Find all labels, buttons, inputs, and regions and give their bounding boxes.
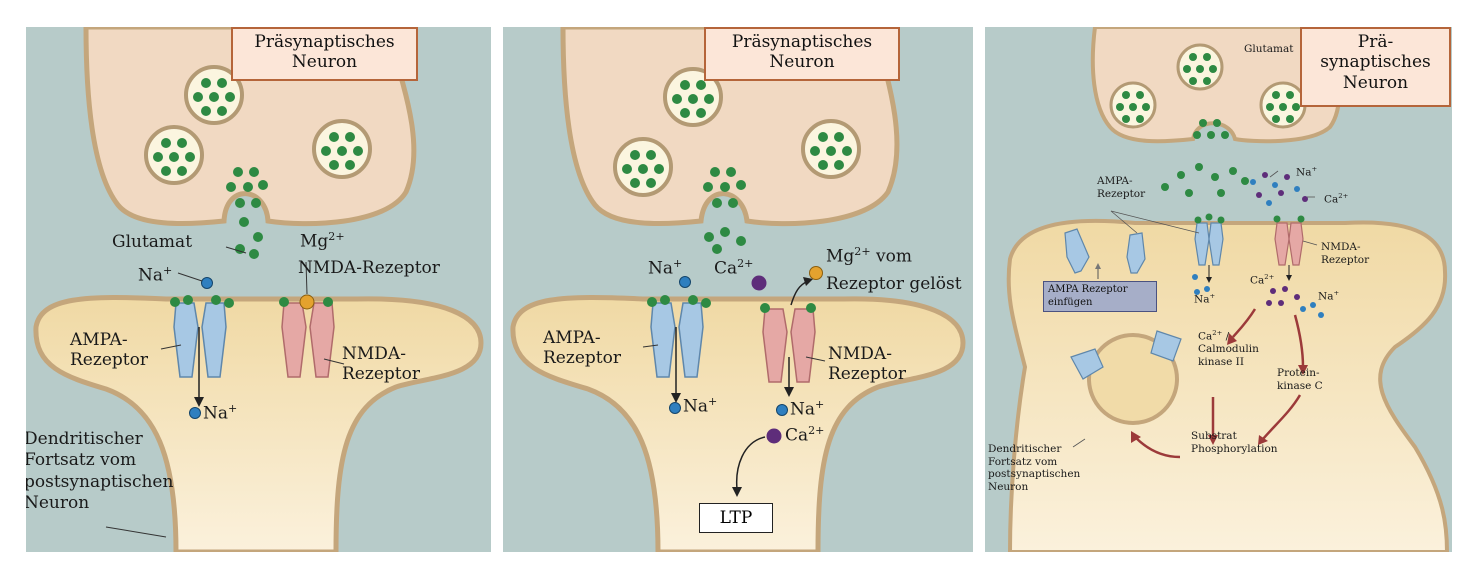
panel-2-illustration — [510, 27, 966, 552]
ion-cluster — [1250, 172, 1308, 206]
calcium-label-top: Ca2+ — [1324, 192, 1349, 206]
glutamate-dots — [153, 78, 363, 259]
sodium-inside-label: Na+ — [203, 402, 238, 424]
ampa-receptor-shape — [1194, 222, 1224, 266]
nmda-receptor-shape — [279, 294, 335, 378]
sodium-ion — [776, 404, 788, 416]
receptor-vesicle — [1087, 333, 1179, 425]
sodium-ion — [189, 407, 201, 419]
ampa-receptor-vesicle — [1070, 330, 1182, 380]
sodium-label-top: Na+ — [1296, 165, 1318, 179]
sodium-ion — [679, 276, 691, 288]
sodium-inside-label: Na+ — [683, 395, 718, 417]
calcium-ion — [751, 275, 767, 291]
ampa-receptor-label: AMPA-Rezeptor — [543, 328, 621, 368]
ampa-receptor-shape — [170, 295, 234, 378]
nmda-receptor-label: NMDA-Rezeptor — [342, 344, 420, 384]
sodium-label: Na+ — [138, 264, 173, 286]
glutamate-dots — [1116, 53, 1300, 197]
sodium-label-left: Na+ — [1194, 292, 1216, 306]
glutamate-dots — [622, 80, 852, 254]
calcium-label-mid: Ca2+ — [1250, 273, 1275, 287]
sodium-label: Na+ — [648, 257, 683, 279]
glutamate-label: Glutamat — [1244, 43, 1294, 55]
nmda-receptor-top-label: NMDA-Rezeptor — [298, 258, 440, 278]
magnesium-released-label: Mg2+ vom — [826, 245, 912, 267]
nmda-receptor-shape — [760, 303, 816, 383]
calcium-ion — [766, 428, 782, 444]
nmda-receptor-label: NMDA-Rezeptor — [1321, 241, 1370, 266]
calcium-inside-label: Ca2+ — [785, 424, 825, 446]
glutamate-label: Glutamat — [112, 232, 193, 252]
ampa-receptor-label: AMPA-Rezeptor — [1097, 175, 1146, 200]
sodium-ion — [201, 277, 213, 289]
magnesium-released-label-2: Rezeptor gelöst — [826, 274, 962, 294]
nmda-receptor-shape — [1274, 222, 1304, 266]
postsynaptic-spine — [510, 294, 966, 552]
nmda-receptor-label: NMDA-Rezeptor — [828, 344, 906, 384]
sodium-inside-label-nmda: Na+ — [790, 398, 825, 420]
ampa-receptor-label: AMPA-Rezeptor — [70, 330, 148, 370]
ampa-receptor-tilted — [1064, 228, 1146, 274]
calcium-label: Ca2+ — [714, 257, 754, 279]
magnesium-label: Mg2+ — [300, 230, 345, 252]
sodium-ion — [669, 402, 681, 414]
magnesium-ion — [809, 266, 823, 280]
sodium-label-mid: Na+ — [1318, 289, 1340, 303]
ion-cluster-inside — [1266, 286, 1324, 318]
ltp-box: LTP — [699, 503, 773, 533]
ampa-receptor-shape — [647, 295, 711, 378]
signaling-arrows — [1134, 308, 1305, 459]
pkc-label: Protein-kinase C — [1277, 367, 1323, 392]
